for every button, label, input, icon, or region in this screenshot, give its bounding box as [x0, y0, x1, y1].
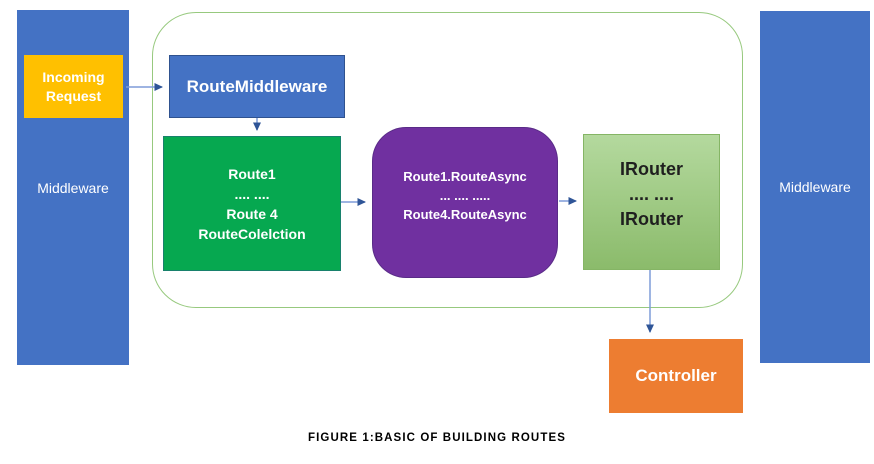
route-collection-line1: Route1 — [228, 165, 276, 182]
route-collection-line4: RouteColelction — [198, 225, 306, 242]
controller-label: Controller — [635, 366, 717, 385]
incoming-request-box: Incoming Request — [24, 55, 123, 118]
irouter-dots: .... .... — [628, 183, 674, 204]
route-async-line1: Route1.RouteAsync — [403, 169, 527, 184]
routing-pipeline-container — [152, 12, 743, 308]
route-middleware-label: RouteMiddleware — [186, 76, 328, 96]
irouter-line1: IRouter — [620, 158, 683, 179]
right-middleware-label: Middleware — [779, 179, 851, 195]
incoming-request-line1: Incoming — [42, 68, 105, 85]
route-collection-dots: .... .... — [234, 185, 270, 202]
irouter-line3: IRouter — [620, 208, 683, 229]
incoming-request-line2: Request — [45, 87, 102, 104]
left-middleware-label: Middleware — [37, 179, 109, 196]
controller-box: Controller — [609, 339, 743, 413]
figure-caption: FIGURE 1:BASIC OF BUILDING ROUTES — [307, 432, 566, 444]
route-middleware-box: RouteMiddleware — [169, 55, 345, 118]
route-async-box: Route1.RouteAsync ... .... ..... Route4.… — [372, 127, 558, 278]
route-async-dots: ... .... ..... — [439, 188, 491, 203]
route-collection-box: Route1 .... .... Route 4 RouteColelction — [163, 136, 341, 271]
route-collection-line3: Route 4 — [226, 205, 278, 222]
route-async-line3: Route4.RouteAsync — [403, 207, 527, 222]
irouter-box: IRouter .... .... IRouter — [583, 134, 720, 270]
right-middleware-box: Middleware — [760, 11, 870, 363]
